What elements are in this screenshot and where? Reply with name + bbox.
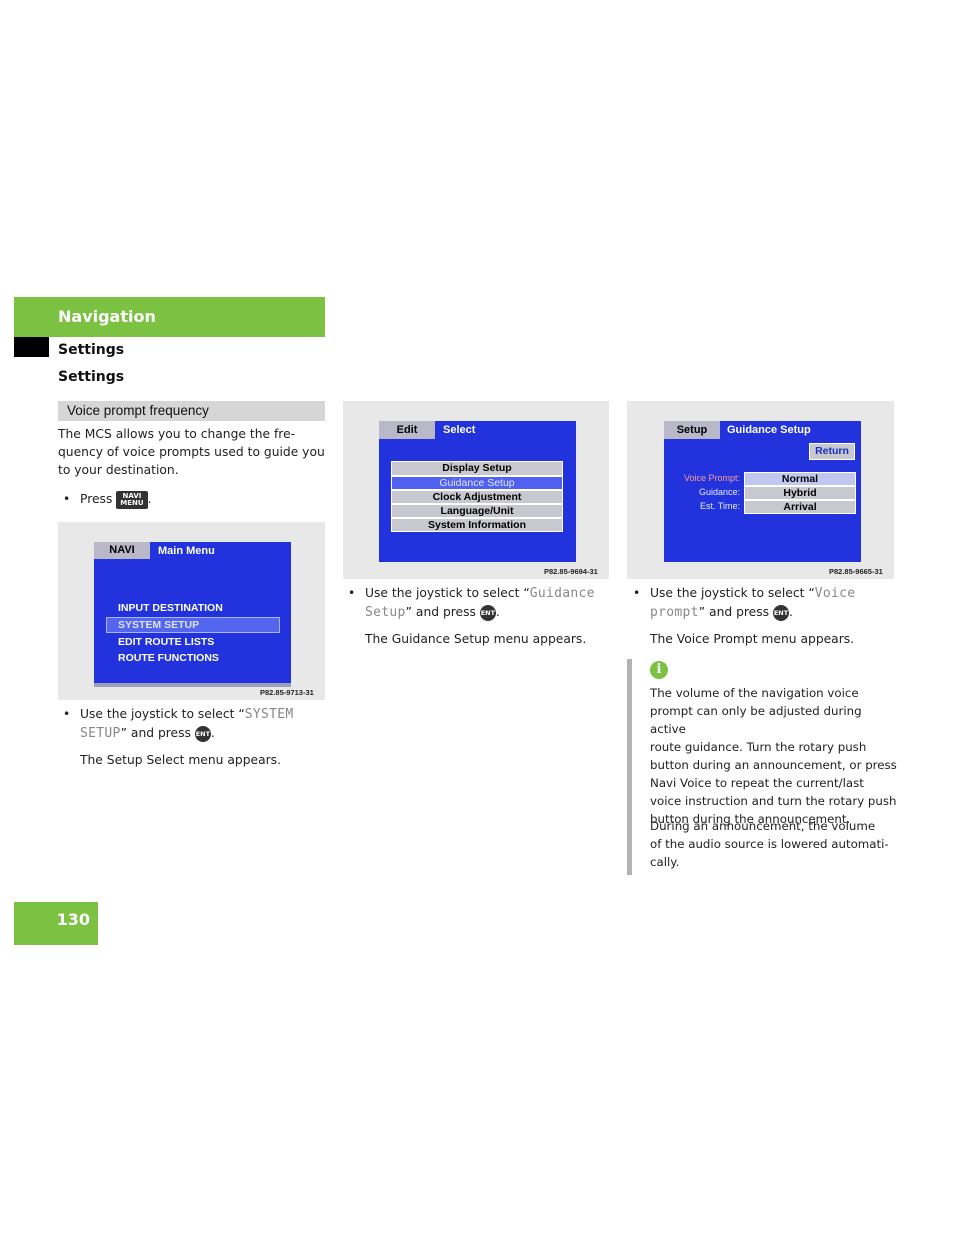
info-paragraph: The volume of the navigation voice promp… (650, 686, 897, 826)
step-result: The Voice Prompt menu appears. (650, 632, 855, 646)
ent-button-icon: ENT (194, 725, 211, 742)
menu-selection-highlight (106, 617, 280, 633)
intro-paragraph: The MCS allows you to change the fre- qu… (58, 425, 328, 479)
step-result: The Guidance Setup menu appears. (365, 632, 587, 646)
ent-button-icon: ENT (479, 604, 496, 621)
intro-line: The MCS allows you to change the fre- (58, 427, 296, 441)
press-text: Press (80, 492, 113, 506)
main-menu-screenshot: NAVI Main Menu INPUT DESTINATION SYSTEM … (58, 522, 325, 700)
screen: NAVI Main Menu INPUT DESTINATION SYSTEM … (94, 542, 291, 683)
menu-item: INPUT DESTINATION (118, 602, 223, 614)
menu-item-selected: SYSTEM SETUP (118, 619, 200, 631)
subsection-title: Settings (58, 369, 125, 385)
menu-item: Clock Adjustment (391, 490, 563, 504)
intro-line: to your destination. (58, 463, 179, 477)
edit-tab: Edit (379, 421, 435, 439)
menu-item: EDIT ROUTE LISTS (118, 636, 215, 648)
menu-item: Display Setup (391, 461, 563, 476)
return-button: Return (809, 443, 855, 460)
menu-item: Language/Unit (391, 504, 563, 518)
menu-item: System Information (391, 518, 563, 532)
info-paragraph: During an announcement, the volume of th… (650, 819, 889, 869)
menu-item: ROUTE FUNCTIONS (118, 652, 219, 664)
info-box-rule (627, 659, 632, 875)
intro-line: quency of voice prompts used to guide yo… (58, 445, 325, 459)
section-header-bar: Navigation (14, 297, 325, 337)
option-value: Normal (744, 472, 856, 486)
option-label: Guidance: (698, 487, 740, 497)
topic-bar: Voice prompt frequency (58, 401, 325, 421)
navi-tab: NAVI (94, 542, 150, 559)
info-icon: i (650, 661, 668, 679)
option-value: Arrival (744, 500, 856, 514)
screen-title: Main Menu (158, 545, 215, 557)
setup-tab: Setup (664, 421, 720, 439)
step-select-voice-prompt: Use the joystick to select “Voice prompt… (633, 584, 895, 622)
figure-caption: P82.85-9665-31 (829, 567, 883, 576)
screen: Setup Guidance Setup Return Voice Prompt… (664, 421, 861, 562)
page-title: Settings (58, 342, 125, 358)
step-select-system-setup: Use the joystick to select “SYSTEM SETUP… (63, 705, 325, 743)
guidance-setup-screenshot: Setup Guidance Setup Return Voice Prompt… (627, 401, 894, 579)
select-menu-screenshot: Edit Select Display Setup Guidance Setup… (343, 401, 609, 579)
section-title: Navigation (58, 307, 156, 326)
menu-item-selected: Guidance Setup (391, 476, 563, 490)
step-result: The Setup Select menu appears. (80, 753, 281, 767)
ent-button-icon: ENT (772, 604, 789, 621)
figure-caption: P82.85-9713-31 (260, 688, 314, 697)
screen: Edit Select Display Setup Guidance Setup… (379, 421, 576, 562)
option-label: Est. Time: (699, 501, 740, 511)
option-label-active: Voice Prompt: (683, 473, 740, 483)
screen-title: Select (443, 424, 476, 436)
figure-caption: P82.85-9694-31 (544, 567, 598, 576)
screen-title: Guidance Setup (727, 424, 811, 436)
section-marker (14, 337, 49, 357)
step-select-guidance-setup: Use the joystick to select “Guidance Set… (348, 584, 610, 622)
option-value: Hybrid (744, 486, 856, 500)
page-number: 130 (14, 902, 98, 945)
topic-label: Voice prompt frequency (67, 403, 209, 418)
